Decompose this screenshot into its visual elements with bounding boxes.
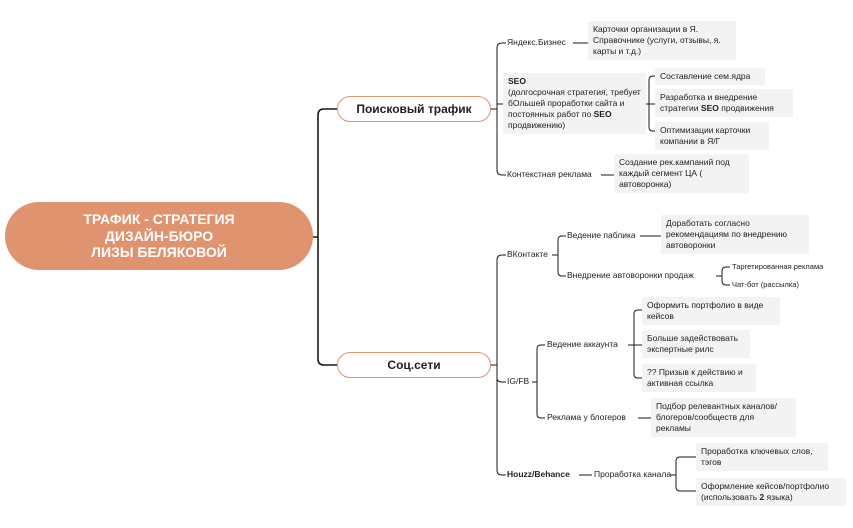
node-igfb-bloggers[interactable]: Реклама у блогеров [547, 412, 626, 422]
node-vk-public-child[interactable]: Доработать согласно рекомендациям по вне… [661, 215, 809, 255]
seo-tail: продвижению) [508, 120, 566, 131]
branch-search-label: Поисковый трафик [356, 102, 472, 116]
root-line-3: ЛИЗЫ БЕЛЯКОВОЙ [91, 244, 227, 261]
node-seo[interactable]: SEO (долгосрочная стратегия, требует бОл… [503, 73, 646, 135]
node-yandex-cards[interactable]: Карточки организации в Я. Справочнике (у… [588, 21, 736, 61]
node-context-ads[interactable]: Контекстная реклама [507, 169, 592, 179]
seo-body: (долгосрочная стратегия, требует бОльшей… [508, 87, 641, 120]
node-vk-chatbot[interactable]: Чат-бот (рассылка) [732, 280, 799, 289]
root-line-2: ДИЗАЙН-БЮРО [104, 227, 214, 244]
node-houzz-behance[interactable]: Houzz/Behance [507, 469, 570, 479]
root-line-1: ТРАФИК - СТРАТЕГИЯ [83, 211, 235, 228]
node-igfb-portfolio[interactable]: Оформить портфолио в виде кейсов [642, 297, 780, 326]
root-topic[interactable]: ТРАФИК - СТРАТЕГИЯ ДИЗАЙН-БЮРО ЛИЗЫ БЕЛЯ… [5, 202, 313, 270]
node-vk-public[interactable]: Ведение паблика [567, 230, 636, 240]
node-igfb-reels[interactable]: Больше задействовать экспертные рилс [642, 330, 750, 359]
node-igfb-cta[interactable]: ?? Призыв к действию и активная ссылка [642, 364, 756, 393]
node-vk[interactable]: ВКонтакте [507, 249, 548, 259]
branch-social-label: Соц.сети [387, 358, 441, 372]
node-houzz-cases[interactable]: Оформление кейсов/портфолио (использоват… [696, 478, 846, 507]
branch-search-traffic[interactable]: Поисковый трафик [337, 96, 491, 122]
seo-title: SEO [508, 76, 526, 86]
node-seo-strategy[interactable]: Разработка и внедрение стратегии SEO про… [655, 89, 793, 118]
node-vk-targeted[interactable]: Таргетированная реклама [732, 262, 824, 271]
node-houzz-channel[interactable]: Проработка канала [594, 469, 672, 479]
seo-tail-bold: SEO [593, 109, 612, 120]
node-context-campaigns[interactable]: Создание рек.кампаний под каждый сегмент… [614, 154, 749, 194]
node-igfb-bloggers-child[interactable]: Подбор релевантных каналов/ блогеров/соо… [651, 398, 796, 438]
node-seo-optimize[interactable]: Оптимизации карточки компании в Я/Г [655, 122, 769, 151]
node-houzz-keywords[interactable]: Проработка ключевых слов, тэгов [696, 443, 828, 472]
node-igfb-account[interactable]: Ведение аккаунта [547, 339, 618, 349]
node-vk-funnel[interactable]: Внедрение автоворонки продаж [567, 270, 694, 280]
node-seo-core[interactable]: Составление сем.ядра [655, 68, 765, 86]
node-igfb[interactable]: IG/FB [507, 376, 530, 386]
node-yandex-business[interactable]: Яндекс.Бизнес [507, 37, 566, 47]
branch-social[interactable]: Соц.сети [337, 352, 491, 378]
